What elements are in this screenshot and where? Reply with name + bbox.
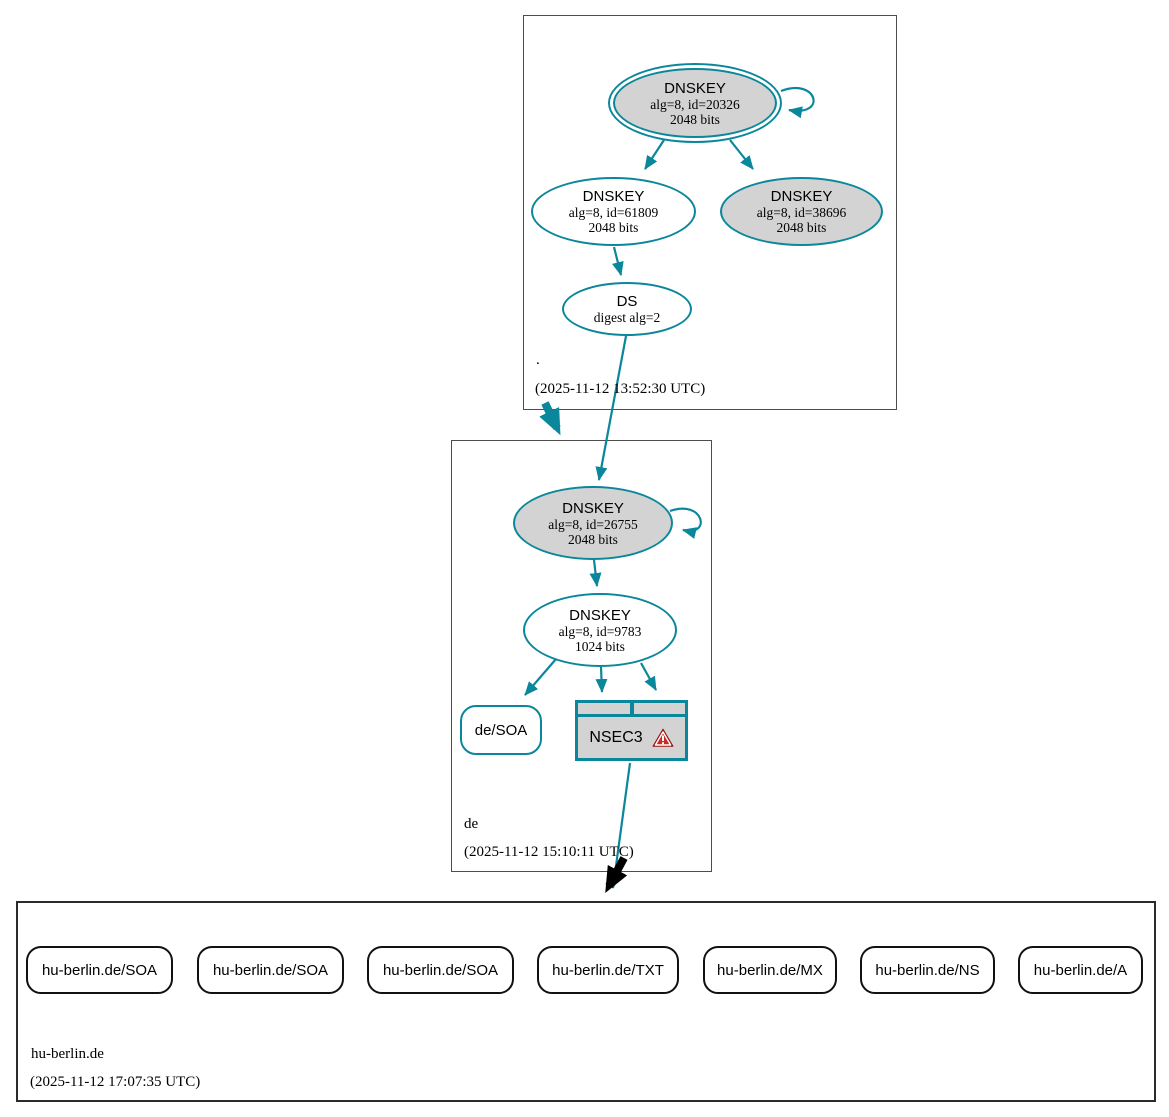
zone-name-de: de <box>464 816 479 832</box>
node-label: hu-berlin.de/NS <box>875 961 980 979</box>
node-label: hu-berlin.de/MX <box>717 961 823 979</box>
node-detail: alg=8, id=20326 <box>650 96 740 112</box>
node-label: de/SOA <box>474 721 528 739</box>
node-detail: alg=8, id=38696 <box>756 205 847 220</box>
node-detail: alg=8, id=61809 <box>568 205 659 220</box>
node-detail: alg=8, id=26755 <box>548 516 638 532</box>
zone-box-de <box>451 440 712 872</box>
node-detail: 1024 bits <box>575 638 625 654</box>
nsec3-body: NSEC3 <box>578 717 685 758</box>
node-detail: 2048 bits <box>670 111 720 127</box>
rrset-hu-berlin-mx[interactable]: hu-berlin.de/MX <box>703 946 837 994</box>
node-label: hu-berlin.de/SOA <box>41 961 158 979</box>
node-label: hu-berlin.de/TXT <box>552 961 664 979</box>
node-detail: 2048 bits <box>568 531 618 547</box>
node-label: hu-berlin.de/A <box>1033 961 1128 979</box>
zone-name-root: . <box>536 352 540 368</box>
node-title: DNSKEY <box>562 499 624 517</box>
zone-timestamp-hu-berlin: (2025-11-12 17:07:35 UTC) <box>30 1074 201 1090</box>
node-title: DS <box>616 293 638 310</box>
node-detail: alg=8, id=9783 <box>558 623 642 639</box>
de-nsec3-node[interactable]: NSEC3 <box>575 700 688 761</box>
warning-icon <box>652 728 674 747</box>
rrset-hu-berlin-txt[interactable]: hu-berlin.de/TXT <box>537 946 679 994</box>
zone-timestamp-root: (2025-11-12 13:52:30 UTC) <box>535 381 706 397</box>
zone-box-hu-berlin <box>16 901 1156 1102</box>
root-ksk-node[interactable]: DNSKEY alg=8, id=20326 2048 bits <box>608 63 782 143</box>
rrset-hu-berlin-a[interactable]: hu-berlin.de/A <box>1018 946 1143 994</box>
zone-name-hu-berlin: hu-berlin.de <box>31 1046 104 1062</box>
rrset-hu-berlin-soa-1[interactable]: hu-berlin.de/SOA <box>26 946 173 994</box>
node-title: DNSKEY <box>582 188 645 205</box>
node-label: hu-berlin.de/SOA <box>382 961 499 979</box>
nsec3-header-cell <box>578 703 630 714</box>
node-detail: digest alg=2 <box>593 310 661 325</box>
node-title: DNSKEY <box>664 79 726 97</box>
root-ds-node[interactable]: DS digest alg=2 <box>562 282 692 336</box>
rrset-hu-berlin-soa-2[interactable]: hu-berlin.de/SOA <box>197 946 344 994</box>
node-label: NSEC3 <box>589 728 643 746</box>
de-soa-node[interactable]: de/SOA <box>460 705 542 755</box>
node-label: hu-berlin.de/SOA <box>212 961 329 979</box>
node-title: DNSKEY <box>569 606 631 624</box>
de-zsk-node[interactable]: DNSKEY alg=8, id=9783 1024 bits <box>523 593 677 667</box>
de-ksk-node[interactable]: DNSKEY alg=8, id=26755 2048 bits <box>513 486 673 560</box>
nsec3-header-cell <box>633 703 685 714</box>
zone-box-root <box>523 15 897 410</box>
root-ksk-inner: DNSKEY alg=8, id=20326 2048 bits <box>613 68 777 138</box>
node-title: DNSKEY <box>770 188 833 205</box>
nsec3-header <box>578 703 685 714</box>
node-detail: 2048 bits <box>588 220 639 235</box>
zone-timestamp-de: (2025-11-12 15:10:11 UTC) <box>464 844 634 860</box>
root-dnskey-38696-node[interactable]: DNSKEY alg=8, id=38696 2048 bits <box>720 177 883 246</box>
node-detail: 2048 bits <box>776 220 827 235</box>
rrset-hu-berlin-ns[interactable]: hu-berlin.de/NS <box>860 946 995 994</box>
rrset-hu-berlin-soa-3[interactable]: hu-berlin.de/SOA <box>367 946 514 994</box>
root-zsk-node[interactable]: DNSKEY alg=8, id=61809 2048 bits <box>531 177 696 246</box>
